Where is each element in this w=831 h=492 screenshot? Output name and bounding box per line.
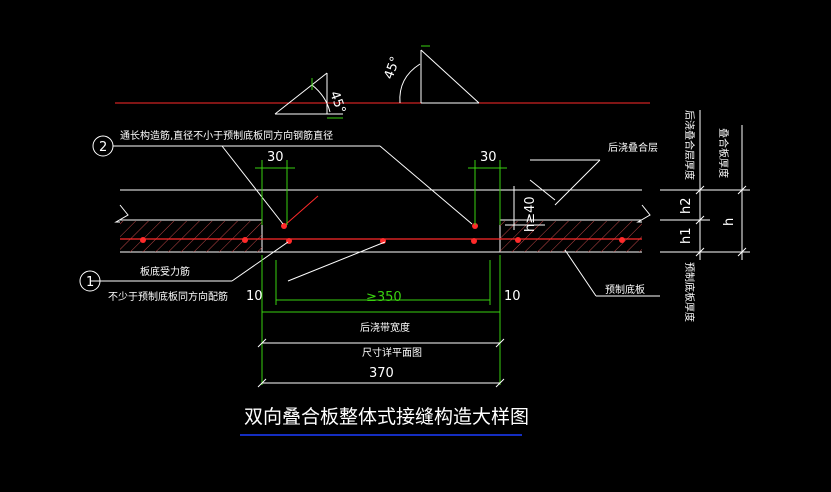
rebar-dot [281, 223, 287, 229]
diagonal-rebar-left [284, 195, 319, 226]
label-cast-layer: 后浇叠合层 [608, 141, 658, 154]
vertical-dimensions [660, 110, 750, 260]
callout-text-1a: 板底受力筋 [140, 265, 190, 278]
rebar-dot [242, 237, 248, 243]
dim-top-30-right-label: 30 [480, 150, 497, 165]
rebar-dot [140, 237, 146, 243]
precast-slab-left [120, 221, 262, 252]
dim-bottom-10-left: 10 [246, 289, 263, 304]
label-composite-thickness: 叠合板厚度 [717, 128, 730, 178]
callout-text-1b: 不少于预制底板同方向配筋 [108, 290, 228, 303]
precast-slab-right [500, 221, 642, 252]
dim-h: h [722, 218, 737, 226]
dim-bottom-10-right: 10 [504, 289, 521, 304]
label-plan-dimension: 尺寸详平面图 [362, 346, 422, 359]
callout-circle-1 [79, 270, 101, 292]
dim-min-width: ≥350 [366, 290, 402, 305]
angle-label-right: 45° [382, 55, 404, 82]
label-precast-slab: 预制底板 [605, 283, 645, 296]
angle-label-left: 45° [326, 89, 348, 116]
leader-cast-layer [554, 159, 601, 206]
callout-text-2: 通长构造筋,直径不小于预制底板同方向钢筋直径 [120, 129, 333, 142]
callout-number-1: 1 [86, 275, 94, 290]
rebar-dot [472, 223, 478, 229]
label-cast-layer-thickness: 后浇叠合层厚度 [683, 110, 696, 180]
dim-bottom [261, 255, 501, 385]
dim-h40-label: h≥40 [523, 196, 538, 232]
label-post-pour-width: 后浇带宽度 [360, 321, 410, 334]
dim-top-30-left-label: 30 [267, 150, 284, 165]
angle-triangle-left [274, 72, 343, 119]
dim-h1: h1 [679, 227, 694, 244]
dim-h2: h2 [679, 197, 694, 214]
label-precast-thickness: 预制底板厚度 [683, 262, 696, 322]
angle-triangle-right [399, 45, 480, 104]
dim-total [257, 338, 505, 388]
leader-lines [90, 145, 660, 297]
callout-number-2: 2 [99, 140, 107, 155]
rebar-dot [515, 237, 521, 243]
rebar-dot [471, 238, 477, 244]
callout-circle-2 [92, 135, 114, 157]
dim-top-30-right [468, 160, 507, 225]
rebar-dot [619, 237, 625, 243]
dim-total-label: 370 [369, 366, 394, 381]
dim-top-30-left [255, 160, 295, 225]
drawing-title: 双向叠合板整体式接缝构造大样图 [244, 406, 529, 428]
dim-h40 [505, 186, 545, 230]
